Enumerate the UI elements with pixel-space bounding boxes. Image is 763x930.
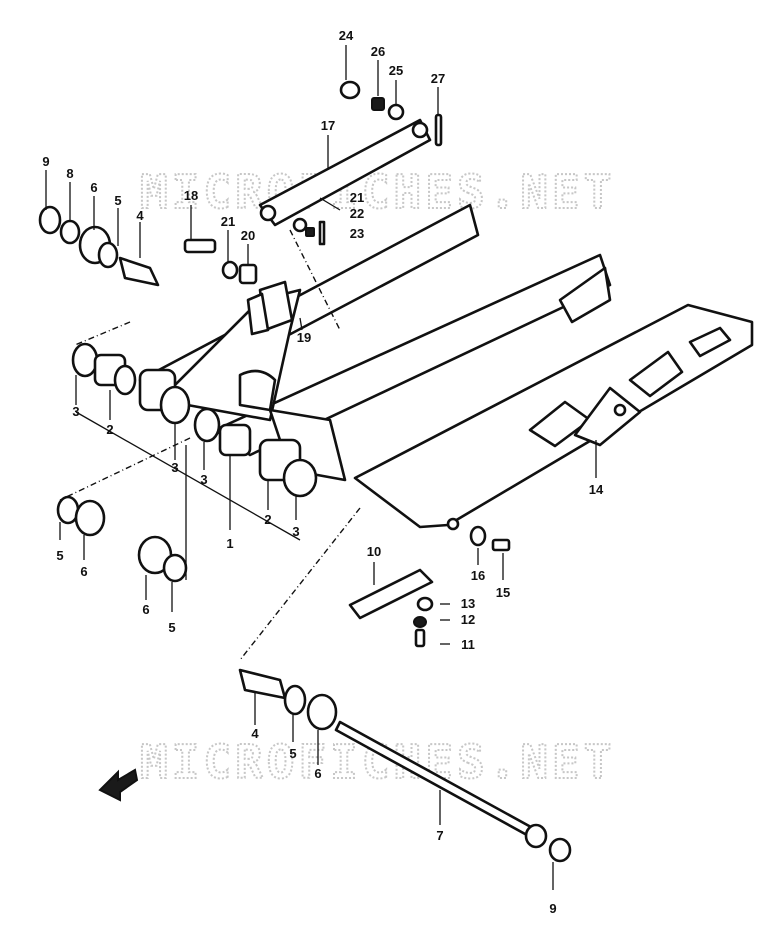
callout-19: 19 xyxy=(297,330,311,345)
pivot-shaft-7 xyxy=(334,720,572,863)
callout-7: 7 xyxy=(436,828,443,843)
assembly-guide-lines xyxy=(59,229,361,661)
callout-26: 26 xyxy=(371,44,385,59)
torque-link-10 xyxy=(348,525,511,648)
callout-20: 20 xyxy=(241,228,255,243)
callout-labels: 24 26 25 27 17 9 8 6 5 4 18 21 20 21 22 … xyxy=(42,28,604,916)
pivot-bushings xyxy=(71,342,318,498)
callout-13: 13 xyxy=(461,596,475,611)
callout-15: 15 xyxy=(496,585,510,600)
callout-1: 1 xyxy=(226,536,233,551)
callout-9-bottom: 9 xyxy=(549,901,556,916)
callout-14: 14 xyxy=(589,482,604,497)
lower-spacers xyxy=(238,668,338,731)
callout-23: 23 xyxy=(350,226,364,241)
cushion-rod-17 xyxy=(258,80,443,246)
upper-left-spacers xyxy=(38,205,160,287)
lower-left-washers xyxy=(56,495,188,583)
callout-11: 11 xyxy=(461,637,475,652)
leader-lines xyxy=(45,45,597,890)
callout-5-mid: 5 xyxy=(168,620,175,635)
callout-4-top: 4 xyxy=(136,208,144,223)
watermark-top: MICROFICHES.NET xyxy=(140,165,615,219)
callout-6-mid: 6 xyxy=(142,602,149,617)
callout-3-c: 3 xyxy=(200,472,207,487)
callout-8: 8 xyxy=(66,166,73,181)
callout-25: 25 xyxy=(389,63,403,78)
callout-3-a: 3 xyxy=(72,404,79,419)
callout-6-bottom: 6 xyxy=(314,766,321,781)
callout-21-left: 21 xyxy=(221,214,235,229)
callout-4-bottom: 4 xyxy=(251,726,259,741)
front-direction-arrow-icon xyxy=(98,768,139,802)
callout-9-top: 9 xyxy=(42,154,49,169)
chain-case-14 xyxy=(353,303,754,531)
callout-21-right: 21 xyxy=(350,190,364,205)
callout-2-a: 2 xyxy=(106,422,113,437)
callout-2-b: 2 xyxy=(264,512,271,527)
callout-10: 10 xyxy=(367,544,381,559)
callout-16: 16 xyxy=(471,568,485,583)
bolt-18 xyxy=(183,238,258,285)
callout-5-bottom: 5 xyxy=(289,746,296,761)
callout-18: 18 xyxy=(184,188,198,203)
callout-3-b: 3 xyxy=(171,460,178,475)
callout-12: 12 xyxy=(461,612,475,627)
callout-3-d: 3 xyxy=(292,524,299,539)
callout-6-top: 6 xyxy=(90,180,97,195)
callout-17: 17 xyxy=(321,118,335,133)
callout-6-left: 6 xyxy=(80,564,87,579)
callout-22: 22 xyxy=(350,206,364,221)
callout-24: 24 xyxy=(339,28,354,43)
callout-5-top: 5 xyxy=(114,193,121,208)
callout-27: 27 xyxy=(431,71,445,86)
callout-5-left: 5 xyxy=(56,548,63,563)
